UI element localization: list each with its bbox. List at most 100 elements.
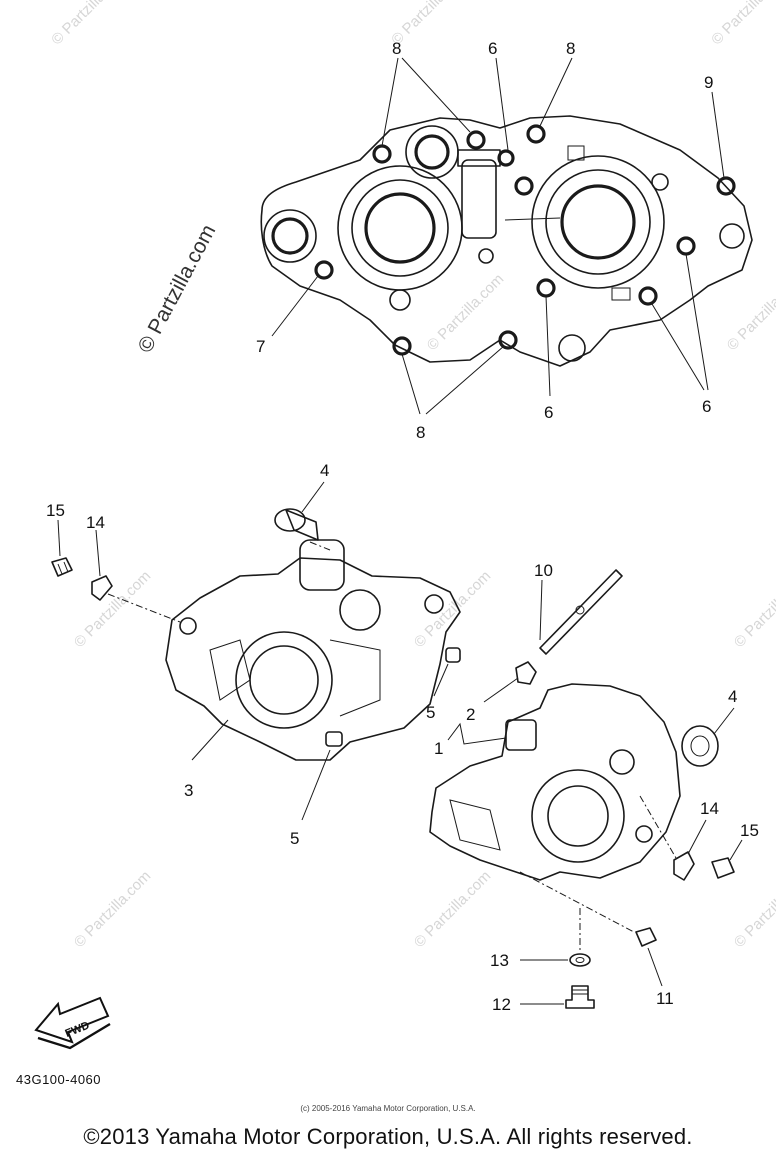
- diagram-canvas: © Partzilla.com © Partzilla.com © Partzi…: [34, 0, 776, 1050]
- leader-2: [483, 677, 519, 703]
- leader-8-top-left: [381, 57, 471, 147]
- oil-seal-4-top: [274, 508, 306, 532]
- center-sleeve: [461, 159, 497, 239]
- main-bearing-left-inner: [364, 192, 436, 264]
- left-case-boss-left: [179, 617, 197, 635]
- dowel-5-bottom: [325, 731, 343, 747]
- clip-14-left: [91, 575, 113, 601]
- left-case-boss: [339, 589, 381, 631]
- center-sleeve-cap: [457, 149, 501, 167]
- seal-boss-left: [263, 209, 317, 263]
- main-bearing-right-inner: [560, 184, 636, 260]
- left-case-rib: [329, 639, 381, 717]
- fitting-2: [515, 661, 537, 685]
- watermark-dark: © Partzilla.com: [134, 221, 221, 357]
- center-line: [504, 217, 561, 221]
- callout-4: 4: [728, 687, 737, 706]
- right-crankcase-view: 10 2 1 4 14 15 13 11 12: [429, 561, 759, 1014]
- watermark: © Partzilla.com: [411, 868, 494, 951]
- leader-10: [539, 579, 543, 641]
- dowel-ring: [372, 144, 392, 164]
- callout-5: 5: [426, 703, 435, 722]
- boss-right: [719, 223, 745, 249]
- small-copyright: (c) 2005-2016 Yamaha Motor Corporation, …: [300, 1104, 476, 1113]
- callout-9: 9: [704, 73, 713, 92]
- right-case-boss: [609, 749, 635, 775]
- right-case-block: [505, 719, 537, 751]
- watermark: © Partzilla.com: [48, 0, 131, 48]
- right-case-web: [449, 799, 501, 851]
- leader-7: [271, 275, 319, 337]
- plug-11: [635, 927, 657, 947]
- watermark: © Partzilla.com: [724, 271, 776, 354]
- watermark: © Partzilla.com: [731, 568, 776, 651]
- left-case-bearing-inner: [249, 645, 319, 715]
- bolt-12: [565, 985, 595, 1009]
- callout-6: 6: [544, 403, 553, 422]
- callout-6: 6: [488, 39, 497, 58]
- washer-13: [569, 953, 591, 967]
- dowel-ring: [638, 286, 658, 306]
- callout-3: 3: [184, 781, 193, 800]
- leader-4-top: [301, 481, 325, 513]
- watermark: © Partzilla.com: [731, 868, 776, 951]
- upper-case-outline: [260, 115, 753, 367]
- main-bearing-right-outer: [531, 155, 665, 289]
- align-14-left: [107, 593, 181, 623]
- leader-8-top-right: [539, 57, 573, 127]
- pipe-10-joint: [575, 605, 585, 615]
- align-14-right: [639, 795, 677, 859]
- oil-seal-4-top-body: [285, 509, 319, 541]
- callout-6: 6: [702, 397, 711, 416]
- boss-right-small: [651, 173, 669, 191]
- leader-6-top: [495, 57, 509, 151]
- fwd-arrow: FWD: [34, 996, 111, 1050]
- bolt-15-left-thread: [57, 561, 69, 575]
- dowel-ring: [514, 176, 534, 196]
- dowel-ring: [497, 149, 515, 167]
- dowel-ring: [536, 278, 556, 298]
- boss-left-bottom: [389, 289, 411, 311]
- watermark: © Partzilla.com: [71, 568, 154, 651]
- right-case-bearing-inner: [547, 785, 609, 847]
- dowel-5-mid: [445, 647, 461, 663]
- tab-lower: [611, 287, 631, 301]
- leader-11: [647, 947, 663, 987]
- dowel-ring: [676, 236, 696, 256]
- bearing-ring-top: [414, 134, 450, 170]
- left-case-web: [209, 639, 251, 701]
- leader-6-bottom-right: [651, 253, 709, 391]
- callout-10: 10: [534, 561, 553, 580]
- main-bearing-right-mid: [545, 169, 651, 275]
- dowel-ring: [526, 124, 546, 144]
- leader-14-left: [95, 529, 101, 577]
- main-bearing-left-mid: [351, 179, 449, 277]
- leader-4-right: [713, 707, 735, 735]
- clip-14-right: [673, 851, 695, 881]
- washer-13-hole: [575, 957, 585, 963]
- pipe-10: [539, 569, 623, 655]
- dowel-ring: [716, 176, 736, 196]
- callout-15: 15: [46, 501, 65, 520]
- watermark: © Partzilla.com: [708, 0, 776, 48]
- left-case-cylinder: [299, 539, 345, 591]
- leader-8-bottom: [401, 345, 505, 415]
- right-case-bearing-outer: [531, 769, 625, 863]
- upper-crankcase-view: 8 6 8 9 7 8 6 6: [256, 39, 753, 442]
- callout-8: 8: [392, 39, 401, 58]
- watermark: © Partzilla.com: [71, 868, 154, 951]
- bearing-boss-top: [405, 125, 459, 179]
- callout-11: 11: [656, 989, 674, 1008]
- leader-6-bottom-mid: [545, 295, 551, 397]
- bolt-15-left: [51, 557, 73, 577]
- oil-seal-4-right: [681, 725, 719, 767]
- left-case-bearing-outer: [235, 631, 333, 729]
- oil-seal-4-right-inner: [690, 735, 710, 757]
- leader-1: [447, 722, 507, 745]
- leader-3: [191, 719, 229, 761]
- diagram-code: 43G100-4060: [16, 1072, 102, 1087]
- left-case-boss-small: [424, 594, 444, 614]
- leader-15-left: [57, 519, 61, 557]
- main-bearing-left-outer: [337, 165, 463, 291]
- tab-upper: [567, 145, 585, 161]
